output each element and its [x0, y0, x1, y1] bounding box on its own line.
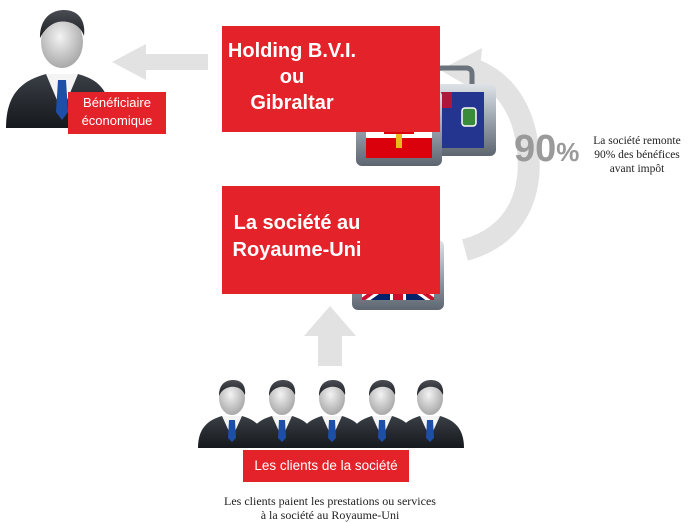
uk-company-box: La société au Royaume-Uni: [222, 186, 440, 294]
percent-note-line-1: La société remonte: [593, 135, 681, 147]
holding-line-1: Holding B.V.I.: [227, 40, 357, 62]
percent-note: La société remonte 90% des bénéfices ava…: [588, 134, 686, 176]
caption-line-2: à la société au Royaume-Uni: [260, 508, 400, 522]
holding-line-3: Gibraltar: [250, 92, 334, 114]
percent-value: 90%: [514, 128, 579, 171]
holding-line-2: ou: [279, 66, 305, 88]
caption-line-1: Les clients paient les prestations ou se…: [224, 494, 436, 508]
uk-company-line-1: La société au: [233, 212, 361, 234]
percent-note-line-2: 90% des bénéfices: [594, 149, 680, 161]
caption: Les clients paient les prestations ou se…: [190, 494, 470, 522]
percent-sign: %: [556, 137, 580, 167]
holding-box: Holding B.V.I. ou Gibraltar: [222, 26, 440, 132]
clients-label: Les clients de la société: [243, 450, 409, 482]
percent-number: 90: [514, 128, 557, 170]
clients-label-text: Les clients de la société: [254, 458, 398, 473]
uk-company-line-2: Royaume-Uni: [232, 239, 362, 261]
arrow-to-beneficiary: [112, 44, 208, 80]
percent-note-line-3: avant impôt: [609, 163, 665, 175]
beneficiary-line-1: Bénéficiaire: [83, 95, 151, 110]
beneficiary-label: Bénéficiaire économique: [68, 92, 166, 134]
arrow-up-from-clients: [304, 306, 356, 366]
beneficiary-line-2: économique: [81, 113, 153, 128]
clients-group-icon: [198, 380, 464, 448]
